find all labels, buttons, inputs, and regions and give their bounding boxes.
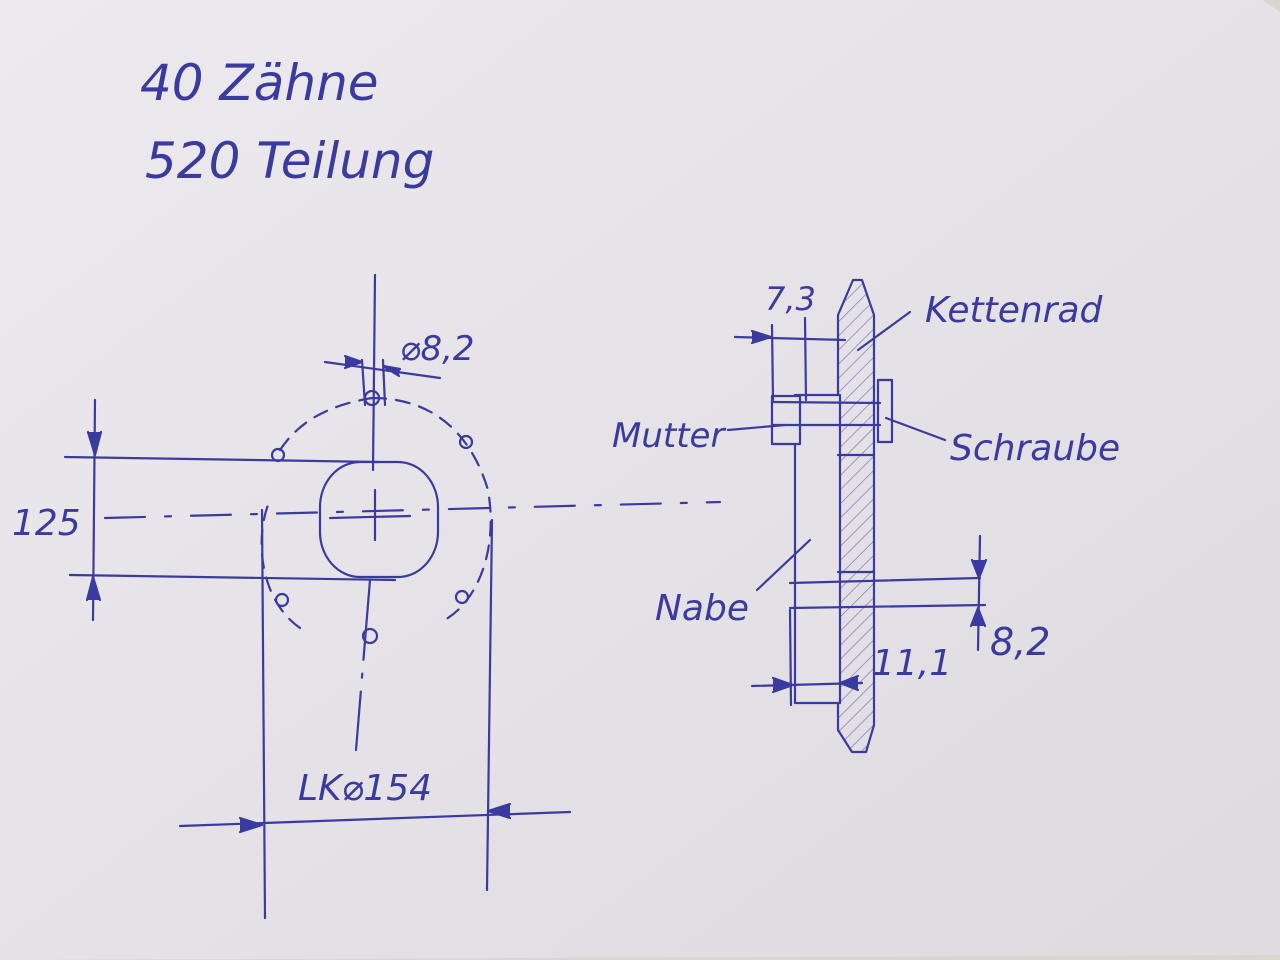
hole-dim-arrow-left [343,354,364,370]
teeth-count-text: 40 Zähne [140,54,379,112]
dim-125-bottom-line [68,573,397,582]
bore-cross-h [328,514,412,520]
leader-kettenrad [856,310,912,352]
lk-arrow-left [238,816,264,834]
hub-body [793,393,842,705]
bolt-circle-label: LK⌀154 [298,768,432,809]
bolt-hole-upper-right [458,434,474,450]
bolt-line-top [770,400,882,405]
width-73-label: 7,3 [765,280,816,318]
bolt-hole-upper-left [270,447,286,463]
bore-line-top [788,576,982,585]
dim-82-arrow-bottom [969,606,987,628]
dim-82-vertical [976,534,982,652]
center-height-label: 125 [12,503,81,544]
dim-111-ext [788,608,793,707]
vertical-centerline-bottom [354,578,372,752]
leader-schraube [884,416,947,442]
hole-diameter-label: ⌀8,2 [400,329,475,369]
dim-125-arrow-bottom [85,575,102,602]
screw-head [876,378,894,444]
front-view [63,273,722,920]
dim-73-left-ext [770,323,775,402]
dim-73-arrow [750,329,773,345]
hole-dim-arrow-right [381,364,402,378]
dim-82-arrow-top [970,558,988,580]
side-view [726,278,988,754]
dim-73-right-ext [803,316,808,402]
dim-125-arrow-top [86,430,103,457]
bolt-hole-bottom [361,627,379,645]
lk-ext-left [260,508,267,920]
lk-ext-right [485,518,494,892]
dim-111-arrow-right [838,674,860,692]
leader-nabe [755,538,812,592]
vertical-centerline-top [371,273,377,472]
bore-82-label: 8,2 [990,620,1050,664]
hub-label: Nabe [655,588,749,629]
dim-125-top-line [63,455,380,464]
nut-label: Mutter [612,416,726,456]
pitch-text: 520 Teilung [145,132,434,190]
horizontal-centerline [103,500,722,520]
thickness-111-label: 11,1 [872,643,952,684]
bore-line-bottom [788,603,987,610]
nut-body [770,394,802,446]
leader-mutter [726,423,787,432]
bolt-hole-lower-left [274,592,290,608]
sprocket-label: Kettenrad [925,290,1104,331]
screw-label: Schraube [950,428,1120,469]
hole-dim-line [323,360,442,380]
bolt-hole-lower-right [454,589,470,605]
dim-111-arrow-left [771,676,795,694]
lk-arrow-right [486,802,512,820]
